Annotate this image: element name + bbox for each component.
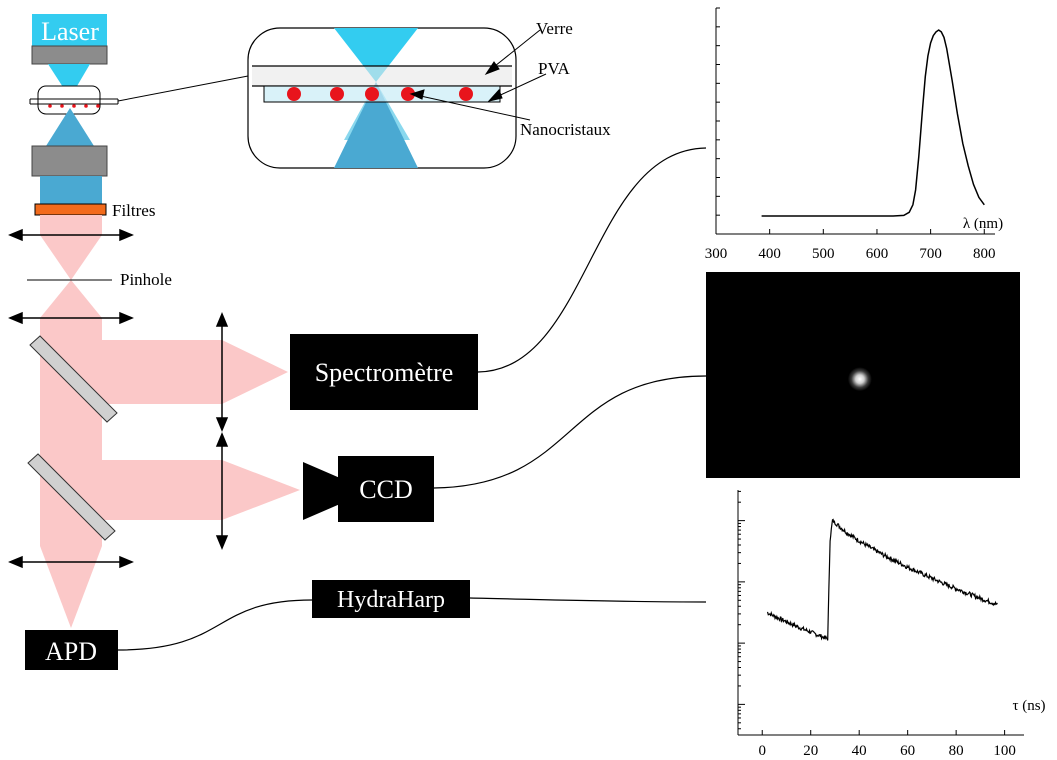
ccd-image	[706, 272, 1020, 478]
x-tick-label: 600	[866, 246, 889, 262]
zoom-annotations	[409, 29, 547, 121]
x-tick-label: 60	[900, 743, 915, 759]
x-tick-label: 0	[758, 743, 766, 759]
particle-small	[84, 104, 88, 108]
x-tick-label: 700	[919, 246, 942, 262]
verre-label: Verre	[536, 19, 573, 38]
sample-zoom	[247, 27, 517, 169]
x-tick-label: 20	[803, 743, 818, 759]
ccd-label: CCD	[359, 475, 412, 504]
cable-ccd	[433, 375, 707, 489]
hydraharp-label: HydraHarp	[337, 587, 445, 613]
x-tick-label: 800	[973, 246, 996, 262]
spectrometer-box	[290, 334, 478, 410]
particle-small	[60, 104, 64, 108]
laser-beam-converging	[48, 64, 90, 98]
laser-source	[32, 14, 107, 46]
glass-layer	[252, 66, 512, 86]
x-tick-label: 40	[852, 743, 867, 759]
nanocrystal	[459, 87, 473, 101]
objective-lower	[31, 145, 108, 177]
filter	[34, 203, 107, 216]
x-tick-label: 100	[993, 743, 1016, 759]
cable-spectrometer	[477, 147, 707, 373]
spectrum-chart: 300 400 500 600 700 800 λ (nm)	[705, 7, 1003, 262]
laser-label: Laser	[41, 17, 99, 46]
x-tick-label: 400	[758, 246, 781, 262]
nanocrystal	[365, 87, 379, 101]
decay-chart: 0 20 40 60 80 100 τ (ns)	[737, 490, 1046, 759]
spectrum-series	[761, 29, 985, 217]
pinhole-label: Pinhole	[120, 270, 172, 289]
cable-hydraharp	[469, 597, 707, 603]
decay-series	[767, 518, 998, 641]
objective-upper	[31, 45, 108, 65]
filtres-label: Filtres	[112, 201, 155, 220]
zoom-connector	[117, 75, 249, 102]
x-tick-label: 500	[812, 246, 835, 262]
x-axis-label: λ (nm)	[963, 216, 1003, 232]
particle-small	[48, 104, 52, 108]
nanocrystal	[330, 87, 344, 101]
hydraharp-box	[312, 580, 470, 618]
spectrometer-label: Spectromètre	[315, 358, 454, 387]
lens-horizontal-bottom	[8, 555, 134, 569]
particle-small	[72, 104, 76, 108]
pva-label: PVA	[538, 59, 571, 78]
lens-vertical-spectro	[215, 312, 229, 432]
fluorescence-beam	[40, 215, 300, 628]
lens-vertical-ccd	[215, 432, 229, 550]
apd-box	[25, 630, 118, 670]
x-tick-label: 80	[949, 743, 964, 759]
beam-diverging	[46, 108, 94, 146]
emitter-spot	[847, 367, 872, 392]
cable-apd	[117, 599, 313, 651]
x-axis-label: τ (ns)	[1012, 698, 1045, 714]
nanocristaux-label: Nanocristaux	[520, 120, 611, 139]
cables	[117, 147, 707, 651]
lens-horizontal-middle	[8, 311, 134, 325]
nanocrystal	[287, 87, 301, 101]
collimated-beam	[40, 176, 102, 206]
beam-splitter-2	[27, 453, 116, 541]
ccd-camera	[303, 456, 434, 522]
nanocrystal	[401, 87, 415, 101]
apd-label: APD	[45, 637, 97, 666]
x-tick-label: 300	[705, 246, 728, 262]
beam-splitter-1	[29, 335, 118, 423]
particle-small	[96, 104, 100, 108]
lens-horizontal-top	[8, 228, 134, 242]
